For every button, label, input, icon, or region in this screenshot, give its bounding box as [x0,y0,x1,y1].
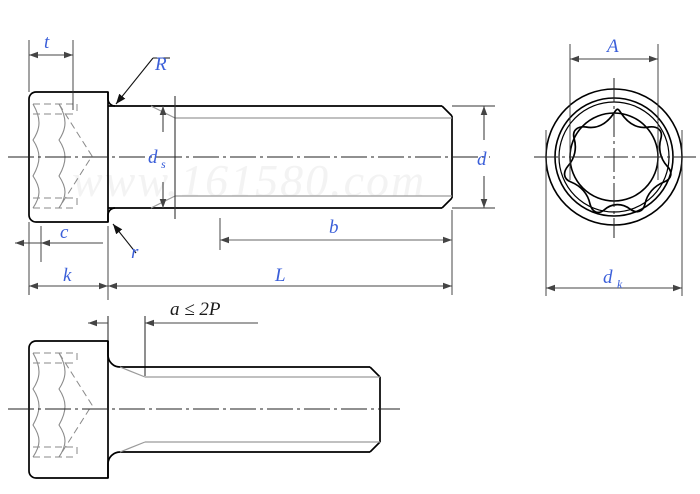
socket-hidden-lines-full [33,352,78,458]
socket-cone-lines-partial [58,103,93,209]
dim-label-b: b [329,217,339,238]
thread-body-outline-full [120,366,381,453]
dimension-A: A [569,36,659,180]
dimension-b: b [219,210,453,250]
dim-label-dk-sub: k [617,277,623,291]
under-head-fillet-full [107,341,121,478]
front-view-full-thread: a ≤ 2P [8,299,400,479]
dim-label-R: R [154,54,167,75]
dimension-ds: d s [148,106,167,208]
dim-label-d: d [477,149,487,170]
dim-label-k: k [63,265,72,286]
dimension-c: c [15,222,103,262]
leader-line-R [115,57,154,105]
under-head-fillet-partial [107,92,116,222]
dim-label-t: t [44,32,50,53]
end-view-torx: A d k [534,36,696,296]
socket-lobe-profile-partial [32,103,66,209]
front-view-partial-thread: t R d s d [8,32,495,300]
socket-hidden-lines-partial [33,103,78,209]
watermark-text: www.161580.com [72,155,426,206]
dim-label-ds-sub: s [161,157,166,171]
dim-label-a: a ≤ 2P [170,299,221,320]
dimension-R: R [115,54,170,105]
dim-label-dk: d [603,267,613,288]
dim-label-r: r [131,242,139,263]
dim-label-ds: d [148,147,158,168]
dimension-dk: d k [545,130,683,296]
socket-cone-lines-full [58,352,93,458]
leader-line-r [112,223,137,254]
thread-root-lines-full [119,366,380,453]
dim-label-A: A [605,36,619,57]
dimension-L: L [28,250,453,295]
dimension-r: r [112,223,139,263]
dimension-d: d [452,105,495,209]
dimension-t: t [28,32,74,110]
socket-lobe-profile-full [32,352,66,458]
dim-label-L: L [274,265,286,286]
dim-label-c: c [60,222,69,243]
torx-lobe-profile [563,108,672,214]
watermark: www.161580.com [72,155,426,206]
